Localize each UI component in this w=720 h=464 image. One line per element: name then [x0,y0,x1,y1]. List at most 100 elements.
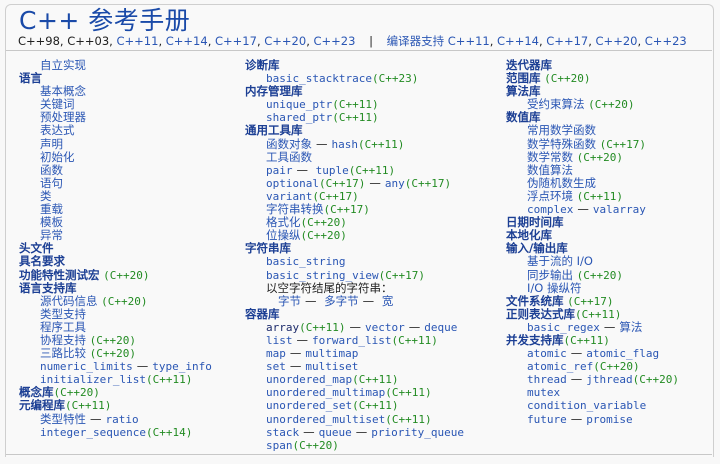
link-io-manipulators[interactable]: I/O 操纵符 [527,280,582,295]
link-metaprogramming[interactable]: 元编程库 [19,398,65,413]
link-localization[interactable]: 本地化库 [506,228,552,243]
link-algorithms[interactable]: 算法库 [506,84,541,99]
link-cpp17[interactable]: C++17 [215,34,257,48]
link-program-utilities[interactable]: 程序工具 [40,319,86,334]
link-integer-sequence[interactable]: integer_sequence [40,425,146,439]
link-stack[interactable]: stack [266,425,300,439]
link-unordered-set[interactable]: unordered_set [266,399,353,413]
link-map[interactable]: map [266,347,286,361]
link-type-traits[interactable]: 类型特性 [40,411,86,426]
link-atomic[interactable]: atomic [527,347,567,361]
link-unordered-map[interactable]: unordered_map [266,373,353,387]
link-set[interactable]: set [266,360,286,374]
link-regex-algorithms[interactable]: 算法 [619,319,643,334]
link-diagnostics[interactable]: 诊断库 [245,58,280,72]
link-priority-queue[interactable]: priority_queue [371,425,464,439]
link-hash[interactable]: hash [331,137,359,151]
link-preprocessor[interactable]: 预处理器 [40,110,86,125]
link-cpp11[interactable]: C++11 [116,34,159,48]
link-feature-test-macros[interactable]: 功能特性测试宏 [19,267,100,282]
link-numeric-limits[interactable]: numeric_limits [40,360,133,374]
link-strings[interactable]: 字符串库 [245,241,291,256]
link-basic-concepts[interactable]: 基本概念 [40,84,86,99]
link-multimap[interactable]: multimap [305,347,359,361]
link-classes[interactable]: 类 [40,188,52,203]
link-constrained-algorithms[interactable]: 受约束算法 [527,97,585,112]
link-regex[interactable]: 正则表达式库 [506,306,575,321]
link-statements[interactable]: 语句 [40,175,63,190]
link-unique-ptr[interactable]: unique_ptr [266,98,333,112]
link-variant[interactable]: variant [266,189,313,203]
link-math-constants[interactable]: 数学常数 [527,149,573,164]
link-overloading[interactable]: 重载 [40,202,63,217]
link-initializer-list[interactable]: initializer_list [40,373,146,387]
link-ratio[interactable]: ratio [105,412,139,426]
link-initialization[interactable]: 初始化 [40,149,75,164]
link-unordered-multiset[interactable]: unordered_multiset [266,412,386,426]
link-cpp14[interactable]: C++14 [165,34,208,48]
link-functions[interactable]: 函数 [40,162,63,177]
link-shared-ptr[interactable]: shared_ptr [266,111,333,125]
link-basic-stacktrace[interactable]: basic_stacktrace [266,72,372,86]
link-containers[interactable]: 容器库 [245,306,280,321]
link-expressions[interactable]: 表达式 [40,123,75,138]
link-concepts[interactable]: 概念库 [19,385,54,400]
link-basic-regex[interactable]: basic_regex [527,320,600,334]
link-multiset[interactable]: multiset [305,360,359,374]
link-io[interactable]: 输入/输出库 [506,241,568,256]
link-bit-manipulation[interactable]: 位操纵 [266,228,301,243]
link-common-math[interactable]: 常用数学函数 [527,123,596,138]
compiler-support-link[interactable]: 编译器支持 [386,34,445,48]
link-condition-variable[interactable]: condition_variable [527,399,647,413]
link-filesystem[interactable]: 文件系统库 [506,293,564,308]
link-keywords[interactable]: 关键词 [40,97,75,112]
link-optional[interactable]: optional [266,176,319,190]
link-any[interactable]: any [384,176,405,190]
link-freestanding[interactable]: 自立实现 [40,58,86,72]
link-three-way-comparison[interactable]: 三路比较 [40,346,86,361]
link-span[interactable]: span [266,438,293,452]
link-declarations[interactable]: 声明 [40,136,63,151]
link-queue[interactable]: queue [318,425,352,439]
link-forward-list[interactable]: forward_list [312,333,392,347]
link-basic-string[interactable]: basic_string [266,255,346,269]
link-named-requirements[interactable]: 具名要求 [19,254,65,269]
link-headers[interactable]: 头文件 [19,241,54,256]
link-exceptions[interactable]: 异常 [40,228,63,243]
link-type-support[interactable]: 类型支持 [40,306,86,321]
link-complex[interactable]: complex [527,203,574,217]
link-wide-strings[interactable]: 宽 [381,293,394,308]
link-cpp20[interactable]: C++20 [264,34,307,48]
link-numeric-algorithms[interactable]: 数值算法 [527,162,573,177]
link-chrono[interactable]: 日期时间库 [506,215,564,230]
compiler-link-cpp14[interactable]: C++14 [497,34,539,48]
link-multibyte-strings[interactable]: 多字节 [324,293,359,308]
link-list[interactable]: list [266,333,293,347]
link-array[interactable]: array [266,320,300,334]
compiler-link-cpp11[interactable]: C++11 [447,34,490,48]
link-fenv[interactable]: 浮点环境 [527,188,573,203]
link-thread-support[interactable]: 并发支持库 [506,332,564,347]
link-mutex[interactable]: mutex [527,386,561,400]
link-valarray[interactable]: valarray [592,203,646,217]
link-cpp23[interactable]: C++23 [313,34,356,48]
link-deque[interactable]: deque [424,320,458,334]
link-syncstream[interactable]: 同步输出 [527,267,573,282]
link-memory[interactable]: 内存管理库 [245,84,303,99]
link-special-math[interactable]: 数学特殊函数 [527,136,596,151]
link-iterators[interactable]: 迭代器库 [506,58,552,72]
link-templates[interactable]: 模板 [40,215,63,230]
link-numerics[interactable]: 数值库 [506,110,541,125]
link-byte-strings[interactable]: 字节 [278,293,301,308]
link-promise[interactable]: promise [586,412,633,426]
link-language-support[interactable]: 语言支持库 [19,280,77,295]
link-basic-string-view[interactable]: basic_string_view [266,268,379,282]
link-string-conversions[interactable]: 字符串转换 [266,202,324,217]
link-coroutines[interactable]: 协程支持 [40,332,86,347]
link-stream-io[interactable]: 基于流的 I/O [527,254,593,269]
link-format[interactable]: 格式化 [266,215,301,230]
link-ranges[interactable]: 范围库 [506,71,541,86]
link-tuple[interactable]: tuple [315,163,349,177]
link-type-info[interactable]: type_info [152,360,212,374]
link-utilities[interactable]: 通用工具库 [245,123,303,138]
